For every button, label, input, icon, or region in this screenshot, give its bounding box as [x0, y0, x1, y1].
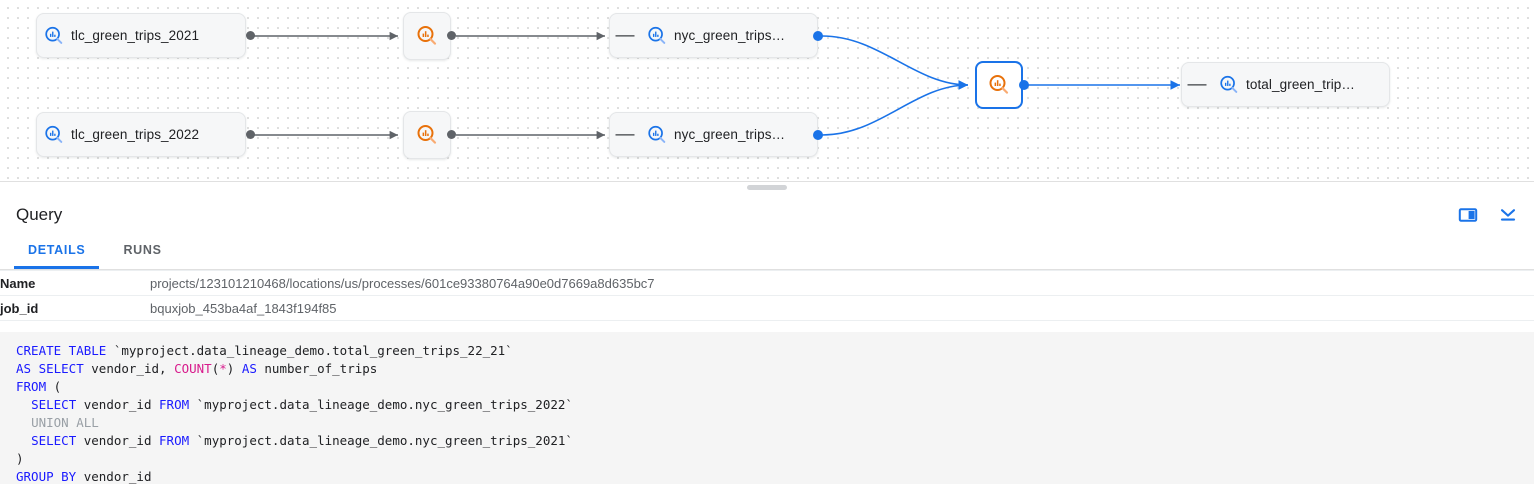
node-output-port[interactable] [447, 130, 456, 139]
lineage-process-node-b[interactable] [403, 111, 451, 159]
collapse-node-button[interactable]: — [615, 124, 635, 145]
dataset-search-icon [37, 25, 71, 47]
lineage-node-total-green-trips[interactable]: — total_green_trip… [1181, 62, 1390, 107]
collapse-panel-icon[interactable] [1498, 205, 1518, 225]
tab-details[interactable]: DETAILS [14, 243, 100, 269]
detail-key: Name [0, 275, 36, 291]
dataset-search-icon [640, 124, 674, 146]
lineage-node-label: total_green_trip… [1246, 77, 1356, 92]
sql-code-block: CREATE TABLE `myproject.data_lineage_dem… [0, 332, 1534, 484]
process-search-icon [410, 24, 444, 48]
detail-value: projects/123101210468/locations/us/proce… [150, 275, 655, 291]
collapse-node-button[interactable]: — [615, 25, 635, 46]
dataset-search-icon [37, 124, 71, 146]
detail-value: bquxjob_453ba4af_1843f194f85 [150, 300, 337, 316]
lineage-process-node-selected[interactable] [975, 61, 1023, 109]
lineage-node-label: tlc_green_trips_2021 [71, 28, 200, 43]
node-output-port[interactable] [447, 31, 456, 40]
panel-title: Query [16, 205, 63, 224]
split-panel-icon[interactable] [1458, 205, 1478, 225]
lineage-node-tlc-green-trips-2022[interactable]: tlc_green_trips_2022 [36, 112, 246, 157]
node-output-port[interactable] [246, 31, 255, 40]
lineage-node-label: tlc_green_trips_2022 [71, 127, 200, 142]
detail-key: job_id [0, 300, 39, 316]
dataset-search-icon [1212, 74, 1246, 96]
node-output-port[interactable] [813, 130, 823, 140]
process-search-icon [410, 123, 444, 147]
panel-drag-handle[interactable] [747, 185, 787, 190]
node-output-port[interactable] [813, 31, 823, 41]
lineage-canvas[interactable]: tlc_green_trips_2021 tlc_green_trips_202… [0, 0, 1534, 181]
panel-header: Query [0, 193, 1534, 237]
process-search-icon [982, 73, 1016, 97]
lineage-node-nyc-green-trips-2022[interactable]: — nyc_green_trips… [609, 112, 818, 157]
table-row: Name projects/123101210468/locations/us/… [0, 270, 1534, 296]
dataset-search-icon [640, 25, 674, 47]
lineage-node-nyc-green-trips-2021[interactable]: — nyc_green_trips… [609, 13, 818, 58]
node-output-port[interactable] [1019, 80, 1029, 90]
collapse-node-button[interactable]: — [1187, 74, 1207, 95]
lineage-node-label: nyc_green_trips… [674, 28, 786, 43]
panel-splitter[interactable] [0, 181, 1534, 193]
sql-text[interactable]: CREATE TABLE `myproject.data_lineage_dem… [16, 343, 573, 484]
query-panel: Query DETAILS RUNS [0, 181, 1534, 484]
lineage-node-label: nyc_green_trips… [674, 127, 786, 142]
node-output-port[interactable] [246, 130, 255, 139]
lineage-process-node-a[interactable] [403, 12, 451, 60]
lineage-node-tlc-green-trips-2021[interactable]: tlc_green_trips_2021 [36, 13, 246, 58]
table-row: job_id bquxjob_453ba4af_1843f194f85 [0, 296, 1534, 321]
tab-runs[interactable]: RUNS [123, 243, 162, 257]
panel-tabs: DETAILS RUNS [0, 237, 1534, 270]
details-table: Name projects/123101210468/locations/us/… [0, 270, 1534, 321]
panel-actions [1458, 205, 1518, 225]
